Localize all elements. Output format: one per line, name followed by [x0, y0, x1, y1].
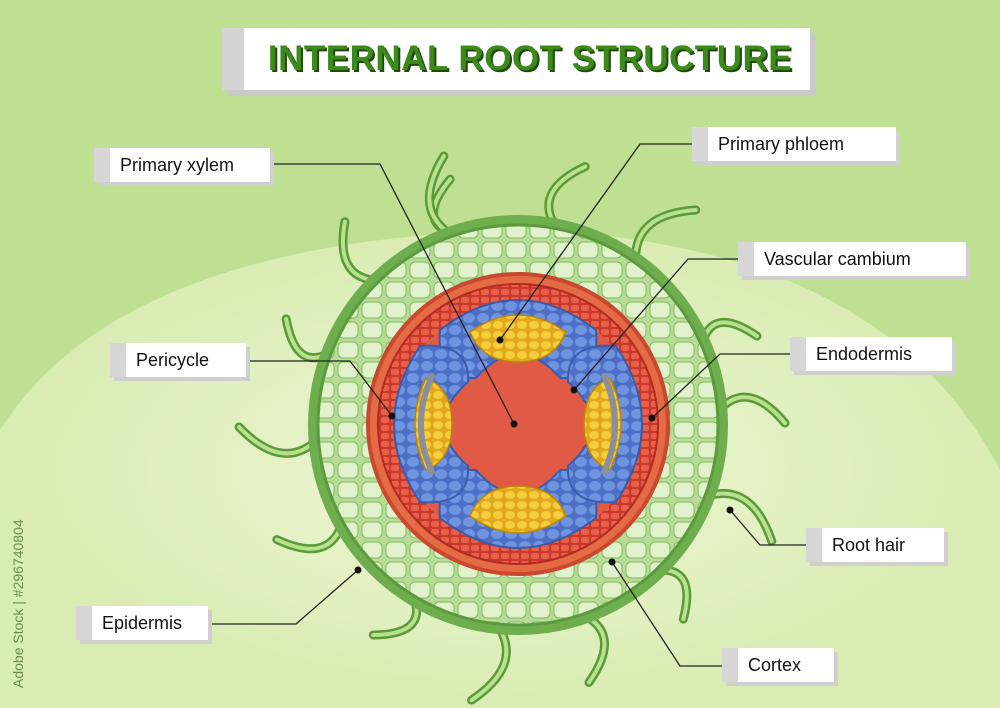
root-hair-highlight — [546, 164, 588, 226]
label-tab — [806, 528, 822, 562]
label-vascular-cambium: Vascular cambium — [738, 242, 966, 276]
label-primary-xylem: Primary xylem — [94, 148, 270, 182]
vascular-cambium — [418, 373, 618, 475]
stock-watermark: Adobe Stock | #296740804 — [6, 460, 36, 690]
label-text: Primary xylem — [120, 155, 235, 175]
page-title: INTERNAL ROOT STRUCTURE — [267, 39, 793, 78]
title-banner: INTERNAL ROOT STRUCTURE — [222, 28, 810, 90]
root-hair-highlight — [586, 615, 607, 685]
label-tab — [76, 606, 92, 640]
root-hair-highlight — [340, 219, 376, 283]
label-text: Primary phloem — [718, 134, 845, 154]
label-primary-phloem: Primary phloem — [692, 127, 896, 161]
label-text: Vascular cambium — [764, 249, 911, 269]
label-text: Pericycle — [136, 350, 210, 370]
label-tab — [110, 343, 126, 377]
label-root-hair: Root hair — [806, 528, 944, 562]
label-pericycle: Pericycle — [110, 343, 246, 377]
label-tab — [738, 242, 754, 276]
label-endodermis: Endodermis — [790, 337, 952, 371]
label-tab — [790, 337, 806, 371]
root-hair-highlight — [469, 627, 509, 703]
root-hair-highlight — [708, 491, 774, 544]
watermark-text: Adobe Stock | #296740804 — [10, 519, 26, 688]
root-hair-highlight — [633, 207, 698, 260]
leader-dots — [354, 336, 734, 574]
root-hair-highlight — [720, 395, 787, 426]
label-tab — [692, 127, 708, 161]
label-text: Endodermis — [816, 344, 913, 364]
root-hair-highlight — [274, 525, 343, 551]
root-hair-highlight — [237, 425, 316, 456]
label-tab — [94, 148, 110, 182]
label-text: Epidermis — [102, 613, 183, 633]
label-text: Cortex — [748, 655, 802, 675]
label-epidermis: Epidermis — [76, 606, 208, 640]
label-text: Root hair — [832, 535, 906, 555]
label-cortex: Cortex — [722, 648, 834, 682]
title-tab — [222, 28, 244, 90]
root-hair-highlight — [427, 154, 450, 235]
leader-lines — [208, 143, 806, 667]
label-tab — [722, 648, 738, 682]
